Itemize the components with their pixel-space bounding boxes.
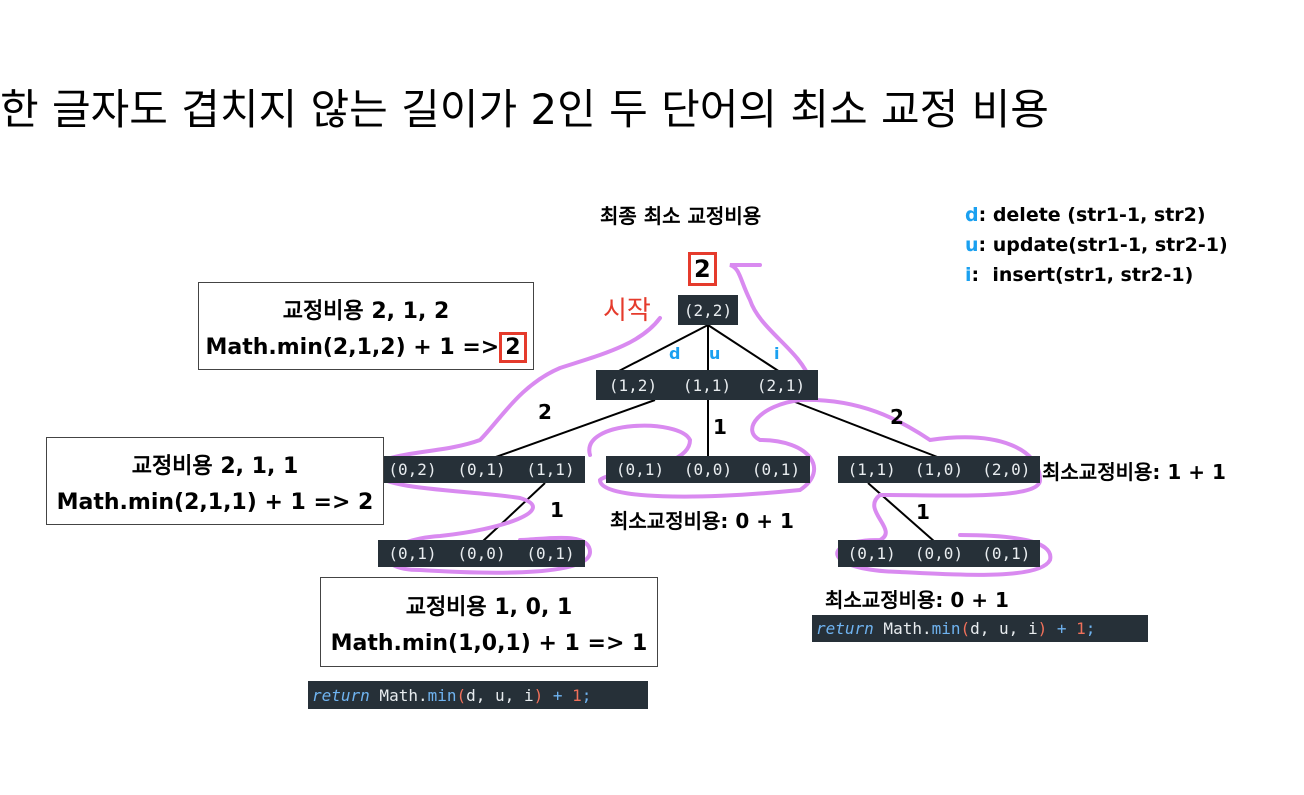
edge-cost-l2-left: 1 bbox=[550, 498, 564, 522]
code-snippet-left: return Math.min(d, u, i) + 1; bbox=[308, 681, 648, 709]
cost-box-root: 교정비용 2, 1, 2 Math.min(2,1,2) + 1 =>2 bbox=[198, 282, 534, 370]
edge-cost-l1-left: 2 bbox=[538, 400, 552, 424]
cost-box-line1: 교정비용 2, 1, 2 bbox=[282, 298, 450, 324]
edge-l1-left bbox=[492, 399, 656, 459]
edge-cost-l1-mid: 1 bbox=[713, 415, 727, 439]
final-cost-label: 최종 최소 교정비용 bbox=[600, 204, 762, 228]
cost-box-bottom: 교정비용 1, 0, 1 Math.min(1,0,1) + 1 => 1 bbox=[320, 577, 658, 667]
level1-node: (1,2)(1,1)(2,1) bbox=[596, 370, 818, 400]
level2-mid-node: (0,1)(0,0)(0,1) bbox=[606, 456, 810, 483]
cost-box-line2: Math.min(1,0,1) + 1 => 1 bbox=[330, 630, 648, 656]
edge-root-d bbox=[616, 324, 709, 373]
code-snippet-right: return Math.min(d, u, i) + 1; bbox=[812, 615, 1148, 642]
edge-root-i bbox=[707, 324, 781, 373]
edge-l2-right bbox=[867, 482, 936, 543]
edge-l1-right bbox=[789, 399, 941, 459]
legend-delete: d: delete (str1-1, str2) bbox=[965, 204, 1206, 226]
cost-box-result: 2 bbox=[499, 331, 527, 363]
legend-insert: i: insert(str1, str2-1) bbox=[965, 264, 1194, 286]
legend-update: u: update(str1-1, str2-1) bbox=[965, 234, 1228, 256]
legend: d: delete (str1-1, str2) u: update(str1-… bbox=[965, 200, 1228, 290]
branch-label-i: i bbox=[774, 344, 780, 363]
root-node: (2,2) bbox=[678, 295, 738, 325]
branch-label-d: d bbox=[669, 344, 681, 363]
edge-cost-l1-right: 2 bbox=[890, 405, 904, 429]
edge-l2-left bbox=[481, 482, 546, 543]
start-label: 시작 bbox=[603, 296, 651, 326]
page-title: 한 글자도 겹치지 않는 길이가 2인 두 단어의 최소 교정 비용 bbox=[0, 85, 1049, 134]
edge-cost-l2-right: 1 bbox=[916, 500, 930, 524]
branch-label-u: u bbox=[709, 344, 721, 363]
level3-left-node: (0,1)(0,0)(0,1) bbox=[378, 540, 585, 567]
cost-label-right-l3: 최소교정비용: 0 + 1 bbox=[825, 588, 1009, 612]
cost-label-mid-l2: 최소교정비용: 0 + 1 bbox=[610, 509, 794, 533]
level2-left-node: (0,2)(0,1)(1,1) bbox=[378, 456, 585, 483]
level3-right-node: (0,1)(0,0)(0,1) bbox=[838, 540, 1040, 567]
cost-box-left: 교정비용 2, 1, 1 Math.min(2,1,1) + 1 => 2 bbox=[46, 437, 384, 525]
level2-right-node: (1,1)(1,0)(2,0) bbox=[838, 456, 1040, 483]
cost-box-line2: Math.min(2,1,2) + 1 =>2 bbox=[199, 331, 533, 363]
cost-box-line1: 교정비용 1, 0, 1 bbox=[405, 594, 573, 620]
traversal-path bbox=[373, 263, 1053, 577]
final-cost-value: 2 bbox=[688, 252, 717, 286]
cost-box-line2: Math.min(2,1,1) + 1 => 2 bbox=[56, 489, 374, 515]
cost-label-right-l2: 최소교정비용: 1 + 1 bbox=[1042, 460, 1226, 484]
cost-box-line1: 교정비용 2, 1, 1 bbox=[131, 453, 299, 479]
